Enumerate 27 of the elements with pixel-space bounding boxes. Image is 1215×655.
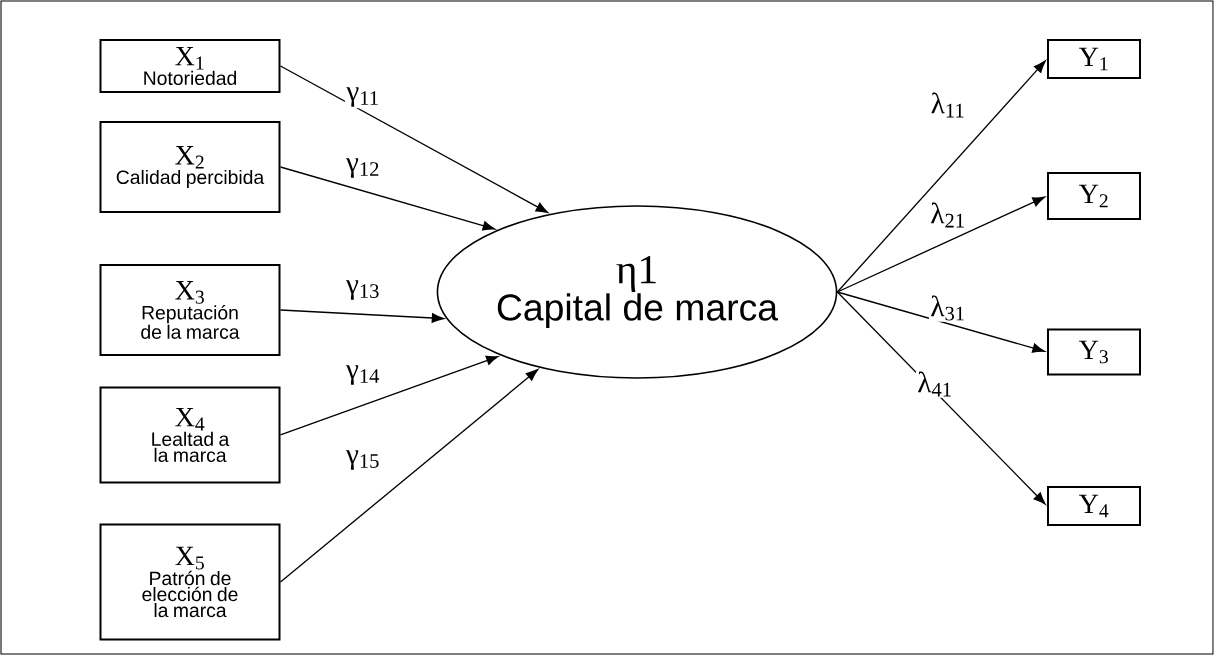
path-coefficient: γ$_{13}$: [344, 278, 382, 302]
path-coefficient: γ$_{15}$: [344, 448, 382, 472]
arrow: [279, 355, 499, 436]
path-coefficient: γ$_{11}$: [344, 85, 382, 109]
arrow: [279, 309, 445, 323]
path-coefficient: λ$_{41}$: [915, 370, 955, 398]
arrow: [836, 291, 1046, 505]
variable-box: X$_{4}$ Lealtad a la marca: [99, 386, 281, 484]
variable-box: X$_{3}$ Reputación de la marca: [99, 264, 281, 356]
path-coefficient: λ$_{31}$: [928, 294, 968, 322]
path-coefficient: λ$_{11}$: [929, 91, 967, 119]
arrow: [279, 65, 549, 214]
variable-box: Y$_{1}$: [1047, 39, 1141, 79]
variable-box: Y$_{3}$: [1047, 328, 1141, 376]
variable-box: X$_{1}$ Notoriedad: [99, 39, 281, 93]
arrow: [836, 196, 1046, 293]
path-coefficient: γ$_{12}$: [344, 156, 382, 180]
arrow: [279, 166, 496, 231]
arrow: [836, 291, 1045, 353]
arrow: [836, 60, 1046, 293]
path-coefficient: γ$_{14}$: [344, 363, 382, 387]
path-coefficient: λ$_{21}$: [928, 201, 968, 229]
variable-box: X$_{2}$ Calidad percibida: [99, 121, 281, 213]
arrow: [279, 369, 539, 583]
variable-box: X$_{5}$ Patrón de elección de la marca: [99, 523, 281, 641]
variable-box: Y$_{4}$: [1047, 486, 1141, 526]
variable-box: Y$_{2}$: [1047, 172, 1141, 220]
